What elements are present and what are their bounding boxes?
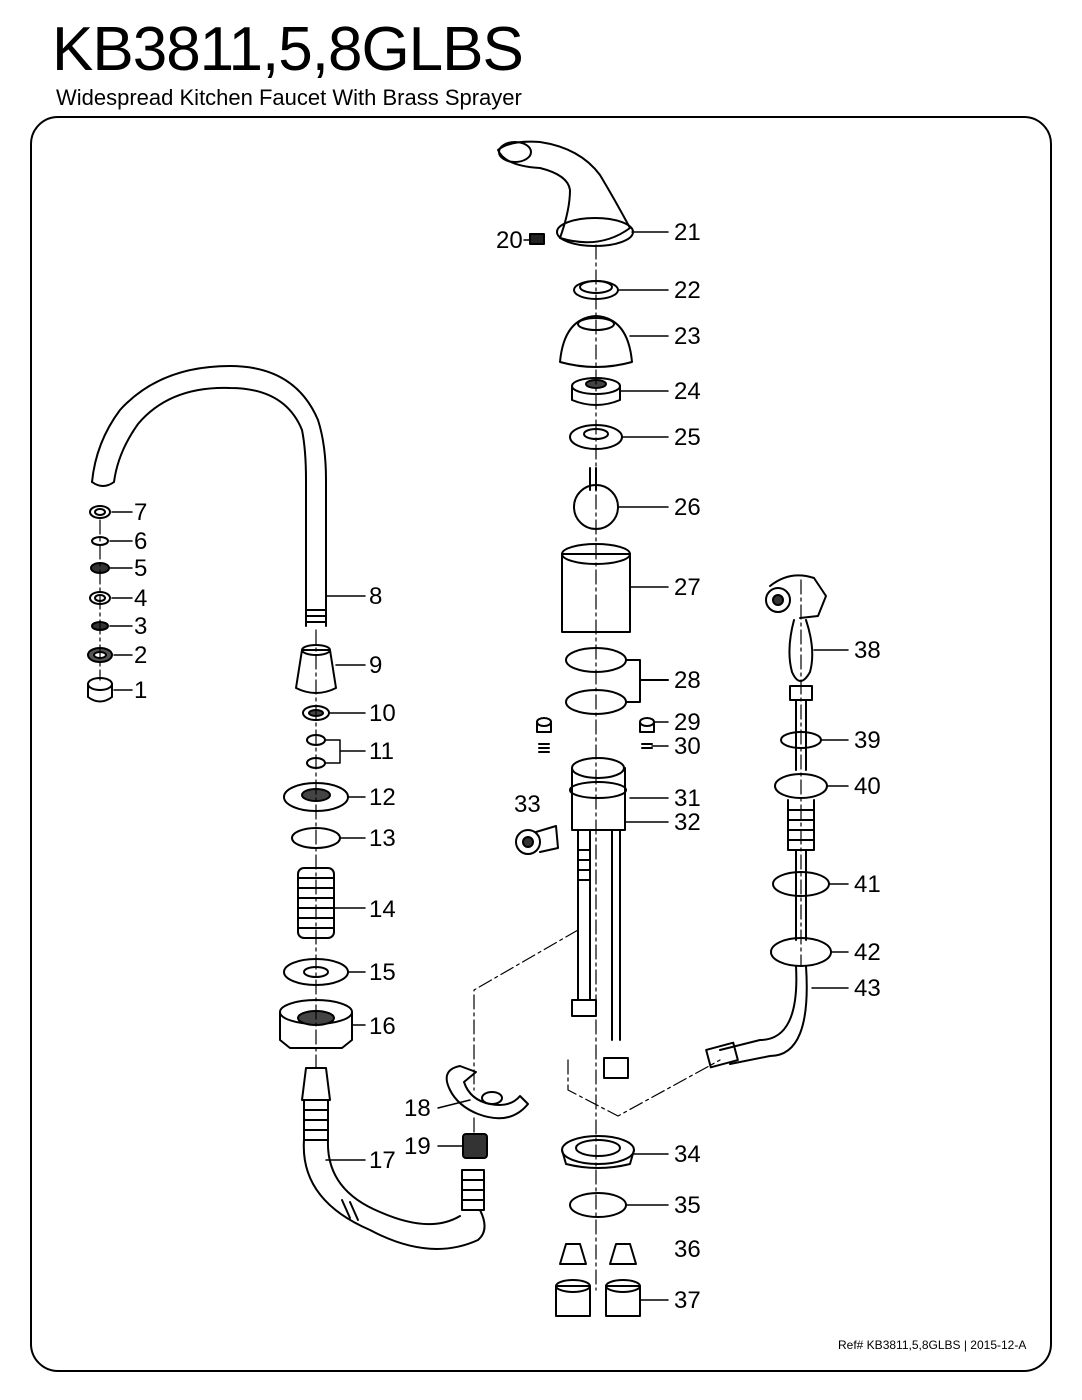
callout-33: 33 (514, 791, 541, 818)
handle-valve-group (497, 140, 669, 1317)
callout-21: 21 (674, 219, 701, 246)
callout-32: 32 (674, 809, 701, 836)
callout-12: 12 (369, 784, 396, 811)
part-38-spray-head (765, 587, 791, 613)
callout-40: 40 (854, 773, 881, 800)
part-19-adapter (462, 1133, 488, 1159)
spout-group (91, 365, 529, 1250)
callout-1: 1 (134, 677, 147, 704)
model-number-title: KB3811,5,8GLBS (52, 15, 524, 84)
callout-19: 19 (404, 1133, 431, 1160)
callout-26: 26 (674, 494, 701, 521)
callout-7: 7 (134, 499, 147, 526)
part-23-dome-cap (559, 315, 633, 368)
callout-2: 2 (134, 642, 147, 669)
callout-29: 29 (674, 709, 701, 736)
reference-footer: Ref# KB3811,5,8GLBS | 2015-12-A (838, 1338, 1027, 1352)
leader-lines (109, 231, 849, 1301)
part-33-diverter (515, 829, 541, 855)
callout-20: 20 (496, 227, 523, 254)
diagram-frame (30, 116, 1052, 1372)
part-43-sprayer-hose (719, 965, 808, 1065)
callout-28: 28 (674, 667, 701, 694)
callout-4: 4 (134, 585, 147, 612)
callout-23: 23 (674, 323, 701, 350)
callout-41: 41 (854, 871, 881, 898)
callout-24: 24 (674, 378, 701, 405)
callout-43: 43 (854, 975, 881, 1002)
part-36-sleeves (559, 1243, 587, 1265)
part-18-clip (445, 1065, 529, 1120)
callout-42: 42 (854, 939, 881, 966)
callout-15: 15 (369, 959, 396, 986)
callout-31: 31 (674, 785, 701, 812)
callout-6: 6 (134, 528, 147, 555)
part-17-supply-hose (301, 1067, 331, 1101)
part-34-escutcheon (561, 1149, 635, 1169)
callout-38: 38 (854, 637, 881, 664)
part-9-collar (295, 649, 337, 694)
part-20-set-screw (529, 233, 545, 245)
callout-18: 18 (404, 1095, 431, 1122)
callout-3: 3 (134, 613, 147, 640)
callout-22: 22 (674, 277, 701, 304)
callout-39: 39 (854, 727, 881, 754)
callout-11: 11 (369, 738, 394, 765)
callout-27: 27 (674, 574, 701, 601)
callout-10: 10 (369, 700, 396, 727)
product-description: Widespread Kitchen Faucet With Brass Spr… (56, 85, 522, 110)
part-35-gasket (569, 1192, 627, 1218)
callout-9: 9 (369, 652, 382, 679)
part-1-aerator-housing (87, 683, 113, 703)
part-8-spout (91, 365, 327, 627)
callout-5: 5 (134, 555, 147, 582)
callout-14: 14 (369, 896, 396, 923)
part-7-washer (89, 505, 111, 519)
callout-16: 16 (369, 1013, 396, 1040)
callout-labels: 1 2 3 4 5 6 7 8 9 10 11 12 13 14 15 16 1… (134, 219, 881, 1314)
callout-36: 36 (674, 1236, 701, 1263)
callout-17: 17 (369, 1147, 396, 1174)
callout-25: 25 (674, 424, 701, 451)
part-29-seats (536, 721, 552, 733)
part-32-valve-body (571, 767, 626, 831)
callout-13: 13 (369, 825, 396, 852)
callout-30: 30 (674, 733, 701, 760)
part-37-nuts (555, 1285, 591, 1317)
assembly-dash-lines (99, 244, 802, 1291)
callout-37: 37 (674, 1287, 701, 1314)
callout-34: 34 (674, 1141, 701, 1168)
sprayer-group (705, 574, 832, 1069)
callout-35: 35 (674, 1192, 701, 1219)
callout-8: 8 (369, 583, 382, 610)
part-21-handle (497, 140, 631, 244)
part-30-springs (538, 743, 653, 753)
